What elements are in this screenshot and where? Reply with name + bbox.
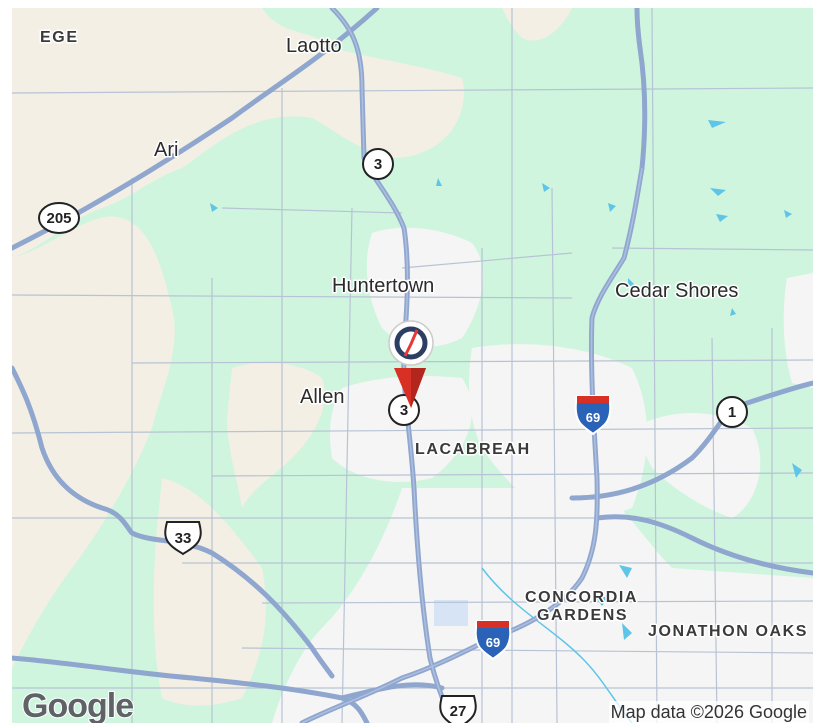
place-label-huntertown: Huntertown bbox=[332, 275, 434, 297]
place-label-laotto: Laotto bbox=[286, 35, 342, 57]
svg-text:69: 69 bbox=[486, 635, 500, 650]
compass-icon[interactable] bbox=[388, 320, 434, 366]
svg-text:205: 205 bbox=[46, 210, 71, 227]
place-label-lacabreah: LACABREAH bbox=[415, 441, 531, 458]
place-label-ari: Ari bbox=[154, 139, 178, 161]
urban-area bbox=[783, 273, 813, 388]
place-label-concordia-2: GARDENS bbox=[537, 607, 628, 624]
svg-text:27: 27 bbox=[450, 703, 467, 720]
land-area bbox=[12, 216, 175, 668]
land-area bbox=[227, 362, 325, 508]
route-shield-i69-north[interactable]: 69 bbox=[574, 395, 612, 436]
urban-area bbox=[469, 344, 647, 528]
campus-area bbox=[434, 600, 468, 626]
place-label-allen: Allen bbox=[300, 386, 344, 408]
land-area bbox=[12, 8, 464, 258]
place-label-cedar-shores: Cedar Shores bbox=[615, 280, 738, 302]
place-label-jonathon-oaks: JONATHON OAKS bbox=[648, 623, 808, 640]
route-shield-3-south[interactable]: 3 bbox=[388, 394, 420, 426]
svg-text:3: 3 bbox=[400, 402, 408, 419]
land-area bbox=[502, 8, 572, 41]
urban-area bbox=[632, 413, 761, 518]
svg-text:33: 33 bbox=[175, 530, 192, 547]
route-shield-us-33[interactable]: 33 bbox=[164, 521, 202, 556]
svg-text:69: 69 bbox=[586, 410, 600, 425]
svg-text:1: 1 bbox=[728, 404, 736, 421]
route-shield-i69-south[interactable]: 69 bbox=[474, 620, 512, 661]
route-shield-us-27[interactable]: 27 bbox=[439, 695, 477, 723]
place-label-ege: EGE bbox=[40, 29, 79, 46]
route-shield-1[interactable]: 1 bbox=[716, 396, 748, 428]
map-canvas[interactable]: EGE Laotto Ari Huntertown Cedar Shores A… bbox=[12, 8, 813, 723]
route-shield-205[interactable]: 205 bbox=[38, 202, 80, 234]
map-layer: EGE Laotto Ari Huntertown Cedar Shores A… bbox=[12, 8, 813, 723]
svg-text:3: 3 bbox=[374, 156, 382, 173]
google-logo: Google bbox=[21, 686, 135, 723]
map-attribution[interactable]: Map data ©2026 Google bbox=[608, 701, 809, 723]
river bbox=[481, 567, 633, 723]
place-label-concordia-1: CONCORDIA bbox=[525, 589, 638, 606]
location-pin-icon[interactable] bbox=[394, 368, 426, 408]
route-shield-3-north[interactable]: 3 bbox=[362, 148, 394, 180]
urban-area bbox=[330, 376, 472, 482]
urban-area bbox=[366, 227, 483, 347]
water-bodies bbox=[210, 120, 802, 640]
urban-area bbox=[272, 488, 813, 723]
